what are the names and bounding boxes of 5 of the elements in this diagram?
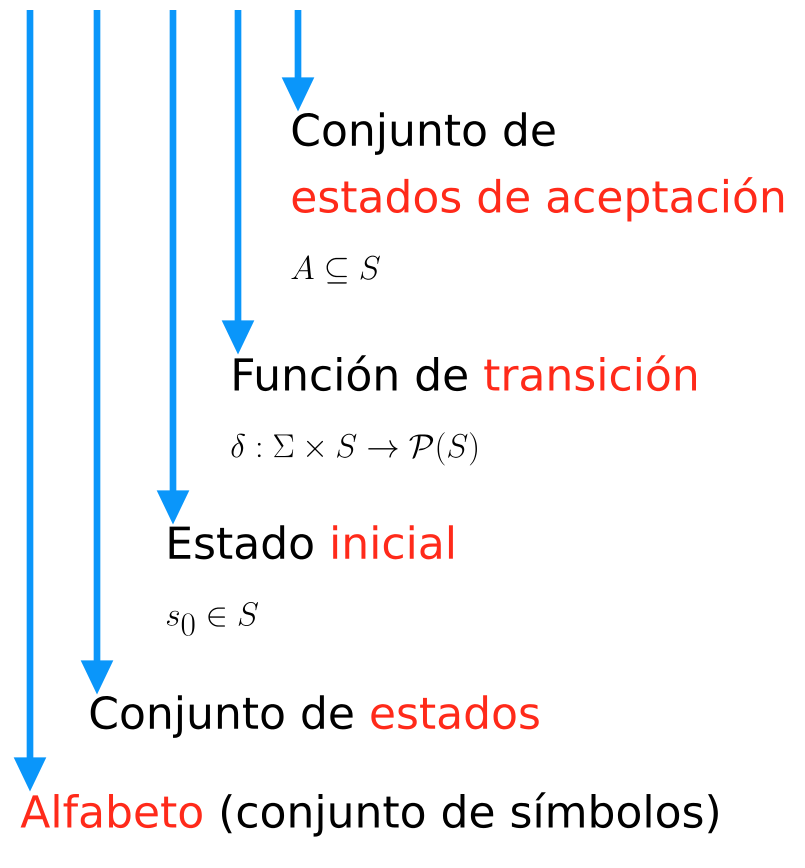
- text-label: Función de transición $\delta : \Sigma \times S \to \mathcal{P}(S)$: [232, 355, 696, 466]
- text-label: Alfabeto (conjunto de símbolos): [20, 792, 718, 837]
- text-label: Conjunto de estados: [90, 695, 539, 738]
- text-label: Estado inicial $s_0 \in S$: [166, 525, 453, 636]
- text-label: Conjunto de estados de aceptación $A \subseteq S$: [291, 112, 784, 284]
